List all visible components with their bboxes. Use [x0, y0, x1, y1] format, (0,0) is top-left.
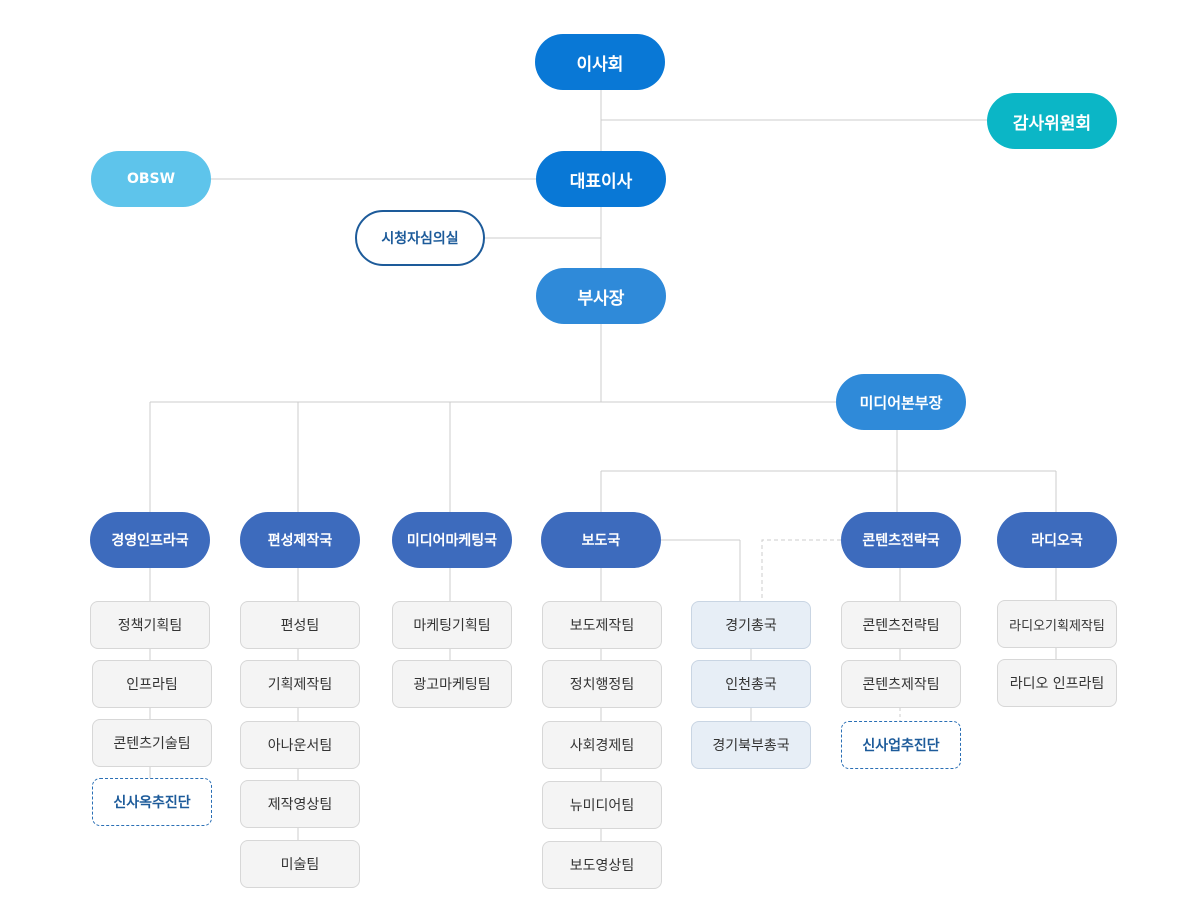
team-item: 미술팀	[240, 840, 360, 888]
dept-marketing: 미디어마케팅국	[392, 512, 512, 568]
task-force-item: 신사옥추진단	[92, 778, 212, 826]
vice-president-node: 부사장	[536, 268, 666, 324]
team-item: 편성팀	[240, 601, 360, 649]
dept-infra: 경영인프라국	[90, 512, 210, 568]
dept-content: 콘텐츠전략국	[841, 512, 961, 568]
team-item: 기획제작팀	[240, 660, 360, 708]
team-item: 보도제작팀	[542, 601, 662, 649]
team-item: 콘텐츠전략팀	[841, 601, 961, 649]
dept-news: 보도국	[541, 512, 661, 568]
team-item: 인프라팀	[92, 660, 212, 708]
team-item: 라디오기획제작팀	[997, 600, 1117, 648]
team-item: 아나운서팀	[240, 721, 360, 769]
bureau-item: 경기북부총국	[691, 721, 811, 769]
dept-radio: 라디오국	[997, 512, 1117, 568]
team-item: 정책기획팀	[90, 601, 210, 649]
team-item: 뉴미디어팀	[542, 781, 662, 829]
team-item: 라디오 인프라팀	[997, 659, 1117, 707]
team-item: 광고마케팅팀	[392, 660, 512, 708]
ceo-node: 대표이사	[536, 151, 666, 207]
task-force-item: 신사업추진단	[841, 721, 961, 769]
viewer-review-node: 시청자심의실	[355, 210, 485, 266]
team-item: 사회경제팀	[542, 721, 662, 769]
dept-programming: 편성제작국	[240, 512, 360, 568]
obsw-node: OBSW	[91, 151, 211, 207]
team-item: 정치행정팀	[542, 660, 662, 708]
team-item: 콘텐츠기술팀	[92, 719, 212, 767]
team-item: 보도영상팀	[542, 841, 662, 889]
team-item: 마케팅기획팀	[392, 601, 512, 649]
audit-committee-node: 감사위원회	[987, 93, 1117, 149]
bureau-item: 인천총국	[691, 660, 811, 708]
board-node: 이사회	[535, 34, 665, 90]
media-hq-node: 미디어본부장	[836, 374, 966, 430]
bureau-item: 경기총국	[691, 601, 811, 649]
team-item: 제작영상팀	[240, 780, 360, 828]
team-item: 콘텐츠제작팀	[841, 660, 961, 708]
